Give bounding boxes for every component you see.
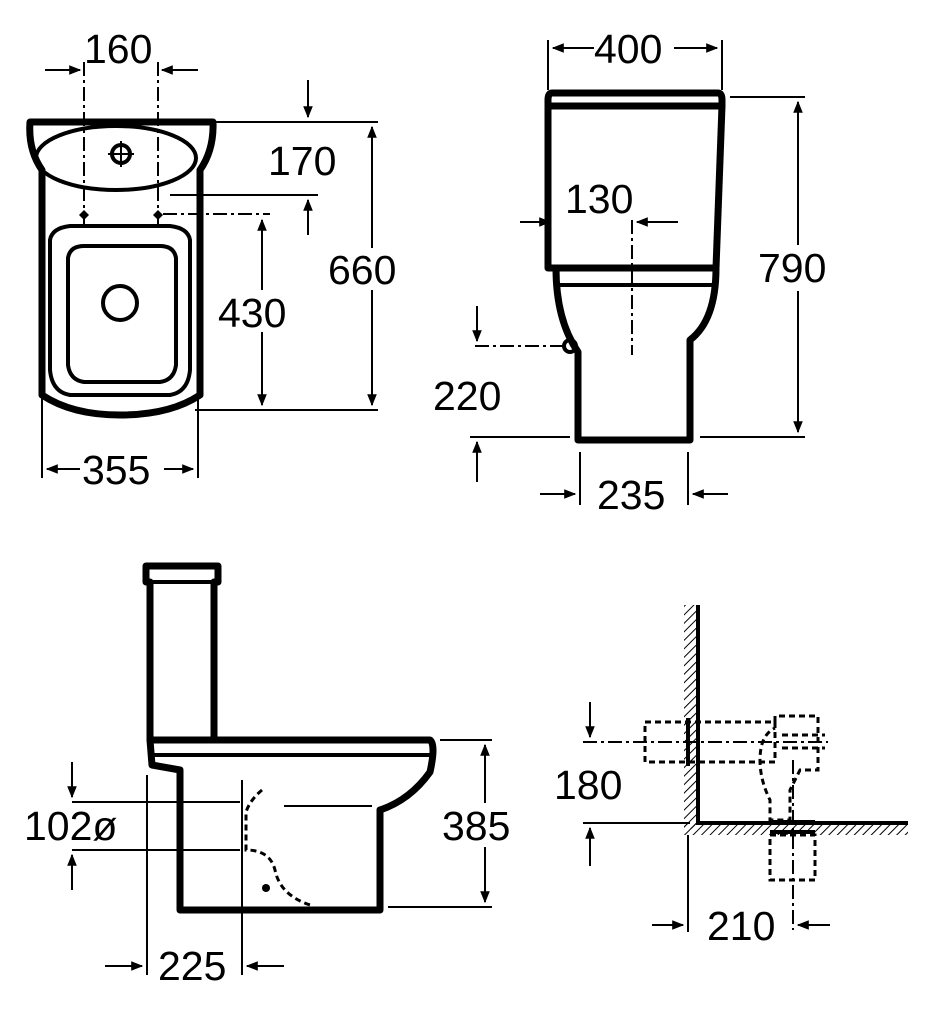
dim-inlet-offset: 130 [565,176,633,222]
seat-inner [66,244,178,384]
top-view: 160 170 660 430 355 [26,26,416,493]
dim-fixing-to-seat: 430 [218,290,286,336]
seat-outline [48,224,192,397]
dim-base-width: 235 [597,472,665,518]
dim-outlet-height: 180 [554,762,622,808]
side-bowl [146,736,437,914]
inlet-symbol [108,141,134,167]
dim-inlet-height: 220 [433,373,501,419]
side-view: 102ø 385 225 [22,562,524,989]
dim-outlet-diameter: 102ø [24,803,117,849]
dim-total-depth: 660 [328,247,396,293]
side-cistern [142,562,222,744]
bowl-front [552,264,720,444]
dim-floor-outlet: 210 [707,903,775,949]
dim-fixing-spacing: 160 [84,26,152,72]
dim-total-height: 790 [758,245,826,291]
dim-fixing-from-back: 170 [268,138,336,184]
front-view: 400 130 790 220 235 [433,26,840,518]
dim-bowl-height: 385 [442,803,510,849]
seat-hole [101,284,139,322]
dim-cistern-width: 400 [594,26,662,72]
basin-outline [34,124,198,192]
floor-hatch [684,823,908,835]
dim-width: 355 [82,447,150,493]
side-trap-hidden [244,788,311,907]
inlet-point [562,338,578,354]
dim-outlet-to-wall: 225 [158,943,226,989]
detail-view: 180 210 [553,605,908,949]
wall-hatch [684,605,698,829]
